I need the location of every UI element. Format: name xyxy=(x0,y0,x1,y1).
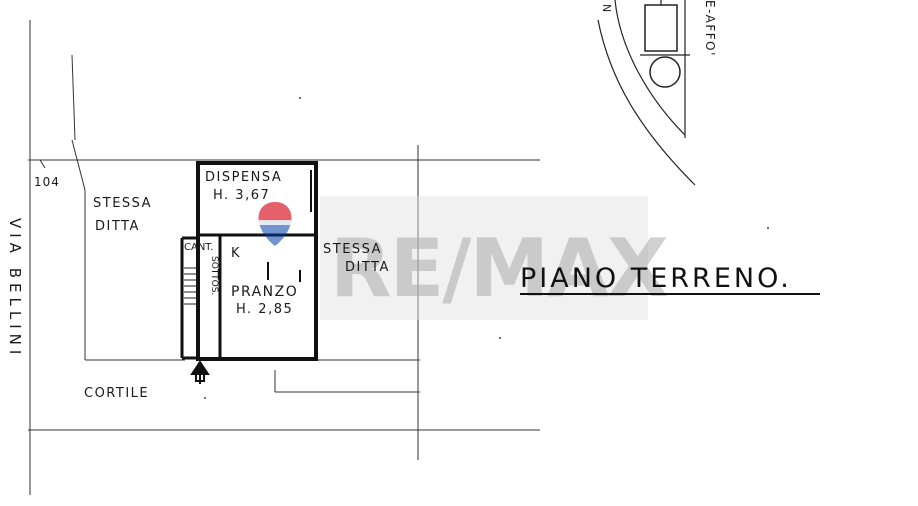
building-walls xyxy=(180,161,318,361)
right-neighbor-line-1: STESSA xyxy=(323,242,383,257)
room-kitchen-name: K xyxy=(231,246,242,261)
title-underline xyxy=(520,293,820,295)
watermark-background xyxy=(320,196,648,320)
street-name: VIA BELLINI xyxy=(6,218,24,360)
neighbor-label: E-AFFO' xyxy=(703,0,717,57)
balloon-logo-icon xyxy=(258,202,292,246)
neighbor-letter: N xyxy=(600,4,613,14)
boundary-lines xyxy=(28,20,540,495)
room-cantina-name: CANT. xyxy=(184,242,214,253)
left-neighbor-line-1: STESSA xyxy=(93,196,153,211)
left-neighbor-line-2: DITTA xyxy=(95,219,140,234)
room-pranzo-name: PRANZO xyxy=(231,284,299,300)
room-pranzo-height: H. 2,85 xyxy=(236,302,294,317)
right-neighbor-line-2: DITTA xyxy=(345,260,390,275)
room-sottoscala-name: SOTTOS. xyxy=(209,256,219,296)
watermark-text: RE/MAX xyxy=(330,222,669,315)
room-dispensa-height: H. 3,67 xyxy=(213,188,271,203)
drawing-specks xyxy=(204,97,769,399)
entrance-arrow-icon xyxy=(190,360,210,384)
room-dispensa-name: DISPENSA xyxy=(205,170,283,185)
plan-title: PIANO TERRENO. xyxy=(520,263,792,294)
neighbor-plan-fragment xyxy=(597,0,696,186)
parcel-number: 104 xyxy=(34,175,60,189)
staircase xyxy=(184,267,198,305)
courtyard-label: CORTILE xyxy=(84,386,150,401)
